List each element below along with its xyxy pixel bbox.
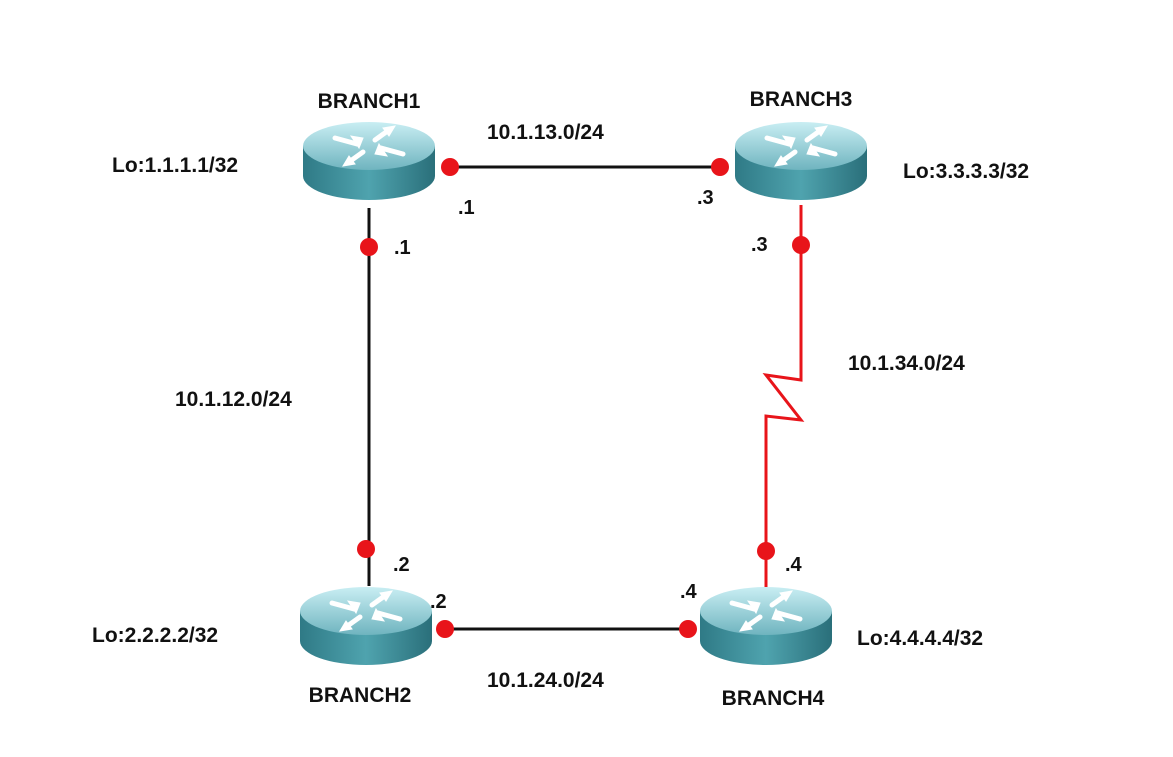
interface-dot-b2-up bbox=[357, 540, 375, 558]
interface-dot-b1-down bbox=[360, 238, 378, 256]
network-label-b3-b4: 10.1.34.0/24 bbox=[848, 352, 965, 375]
router-branch3[interactable] bbox=[735, 122, 867, 200]
router-name-branch2: BRANCH2 bbox=[309, 684, 412, 707]
interface-dot-b4-left bbox=[679, 620, 697, 638]
router-name-branch4: BRANCH4 bbox=[722, 687, 825, 710]
interface-dot-b2-right bbox=[436, 620, 454, 638]
host-id-b3-b4-branch3: .3 bbox=[751, 234, 768, 256]
host-id-b2-b4-branch4: .4 bbox=[680, 581, 698, 603]
loopback-branch3: Lo:3.3.3.3/32 bbox=[903, 160, 1029, 183]
loopback-branch1: Lo:1.1.1.1/32 bbox=[112, 154, 238, 177]
router-icon bbox=[300, 587, 432, 665]
router-branch1[interactable] bbox=[303, 122, 435, 200]
router-icon bbox=[735, 122, 867, 200]
interface-dot-b4-up bbox=[757, 542, 775, 560]
host-id-b1-b3-branch3: .3 bbox=[697, 187, 714, 209]
host-id-b2-b4-branch2: .2 bbox=[430, 591, 447, 613]
router-icon bbox=[303, 122, 435, 200]
loopback-branch2: Lo:2.2.2.2/32 bbox=[92, 624, 218, 647]
interface-dot-b3-down bbox=[792, 236, 810, 254]
router-name-branch3: BRANCH3 bbox=[750, 88, 853, 111]
loopback-branch4: Lo:4.4.4.4/32 bbox=[857, 627, 983, 650]
host-id-b1-b3-branch1: .1 bbox=[458, 197, 475, 219]
router-branch4[interactable] bbox=[700, 587, 832, 665]
network-label-b1-b3: 10.1.13.0/24 bbox=[487, 121, 604, 144]
host-id-b1-b2-branch2: .2 bbox=[393, 554, 410, 576]
interface-dot-b1-right bbox=[441, 158, 459, 176]
router-icon bbox=[700, 587, 832, 665]
network-label-b2-b4: 10.1.24.0/24 bbox=[487, 669, 604, 692]
link-b3-b4-serial bbox=[762, 205, 805, 590]
router-name-branch1: BRANCH1 bbox=[318, 90, 421, 113]
host-id-b1-b2-branch1: .1 bbox=[394, 237, 411, 259]
host-id-b3-b4-branch4: .4 bbox=[785, 554, 803, 576]
network-label-b1-b2: 10.1.12.0/24 bbox=[175, 388, 292, 411]
router-branch2[interactable] bbox=[300, 587, 432, 665]
interface-dot-b3-left bbox=[711, 158, 729, 176]
